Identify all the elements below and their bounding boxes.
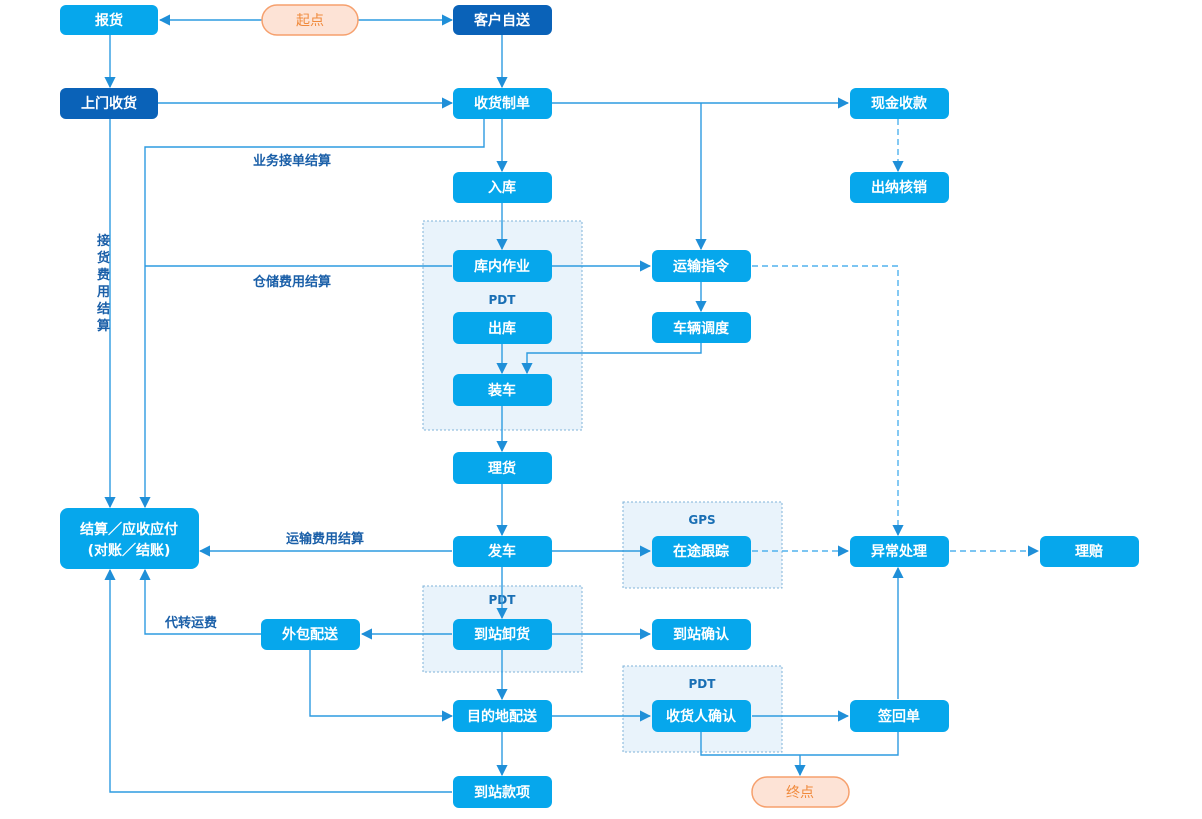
node-shouhuozhidan-label: 收货制单: [474, 95, 530, 112]
node-settlement-line1: 结算／应收应付: [80, 521, 178, 538]
node-ruku[interactable]: 入库: [453, 172, 552, 203]
node-settlement-line2: (对账／结账): [88, 542, 171, 559]
edge-cheliang-zhuangche: [521, 343, 702, 375]
node-zaitugenzong[interactable]: 在途跟踪: [652, 536, 751, 567]
edge-waibao-mudidi: [309, 650, 454, 722]
region-label-pdt-receiver: PDT: [689, 677, 717, 691]
node-kuneizuoye-label: 库内作业: [474, 258, 530, 275]
node-fache[interactable]: 发车: [453, 536, 552, 567]
label-jiehuo-settle: 接货费用结算: [96, 233, 110, 334]
node-shouhuorenqueren-label: 收货人确认: [666, 708, 737, 725]
node-ruku-label: 入库: [488, 179, 516, 196]
node-end-label: 终点: [786, 785, 814, 801]
node-daozhanxiehuo[interactable]: 到站卸货: [453, 619, 552, 650]
node-lihuo-label: 理货: [488, 460, 516, 477]
node-shouhuorenqueren[interactable]: 收货人确认: [652, 700, 751, 732]
node-yunshuzhiling-label: 运输指令: [673, 258, 730, 275]
region-label-pdt-warehouse: PDT: [489, 293, 517, 307]
node-lipei[interactable]: 理赔: [1040, 536, 1139, 567]
node-daozhankuanxiang-label: 到站款项: [474, 784, 530, 801]
node-mudidipeisong[interactable]: 目的地配送: [453, 700, 552, 732]
node-settlement[interactable]: 结算／应收应付 (对账／结账): [60, 508, 199, 569]
node-start[interactable]: 起点: [261, 4, 359, 36]
node-kuneizuoye[interactable]: 库内作业: [453, 250, 552, 282]
label-cangchu-settle: 仓储费用结算: [252, 274, 331, 290]
node-lihuo[interactable]: 理货: [453, 452, 552, 484]
node-xianjinshoukuan-label: 现金收款: [871, 95, 928, 112]
node-yichang-label: 异常处理: [871, 543, 927, 560]
node-shangmenshouhuo[interactable]: 上门收货: [60, 88, 158, 119]
node-xianjinshoukuan[interactable]: 现金收款: [850, 88, 949, 119]
node-qianhuidan-label: 签回单: [877, 708, 920, 725]
node-shouhuozhidan[interactable]: 收货制单: [453, 88, 552, 119]
edge-daozhan-settle: [104, 568, 452, 793]
node-zaitugenzong-label: 在途跟踪: [673, 543, 729, 560]
node-mudidipeisong-label: 目的地配送: [467, 708, 538, 725]
edge-shouhuo-settle: [139, 119, 485, 509]
node-chuku-label: 出库: [488, 320, 516, 337]
edges: [104, 14, 1040, 793]
node-baohuo[interactable]: 报货: [60, 5, 158, 35]
node-end[interactable]: 终点: [751, 776, 850, 808]
node-lipei-label: 理赔: [1075, 543, 1103, 560]
node-zhuangche[interactable]: 装车: [453, 374, 552, 406]
node-waibaopeisong[interactable]: 外包配送: [261, 619, 360, 650]
edge-yunshuzhiling-yichang: [752, 265, 904, 537]
node-qianhuidan[interactable]: 签回单: [850, 700, 949, 732]
edge-labels: 接货费用结算 业务接单结算 仓储费用结算 运输费用结算 代转运费: [96, 153, 364, 631]
region-label-gps: GPS: [688, 513, 715, 527]
node-kehuzisong-label: 客户自送: [473, 12, 531, 29]
node-cheliangdiaodu[interactable]: 车辆调度: [652, 312, 751, 343]
node-kehuzisong[interactable]: 客户自送: [453, 5, 552, 35]
node-daozhanqueren-label: 到站确认: [673, 626, 730, 643]
node-baohuo-label: 报货: [95, 12, 123, 29]
node-fache-label: 发车: [487, 543, 516, 560]
edge-waibao-settle: [139, 568, 262, 635]
node-daozhanqueren[interactable]: 到站确认: [652, 619, 751, 650]
node-yichang[interactable]: 异常处理: [850, 536, 949, 567]
node-chuna[interactable]: 出纳核销: [850, 172, 949, 203]
label-daizhuan: 代转运费: [164, 615, 217, 631]
nodes: 起点 报货 客户自送 上门收货 收货制单 现金收款 出纳核销 入库: [60, 4, 1139, 808]
node-daozhankuanxiang[interactable]: 到站款项: [453, 776, 552, 808]
label-yewu-settle: 业务接单结算: [253, 153, 331, 169]
node-yunshuzhiling[interactable]: 运输指令: [652, 250, 751, 282]
node-daozhanxiehuo-label: 到站卸货: [474, 626, 530, 643]
node-start-label: 起点: [296, 13, 324, 29]
label-yunshu-settle: 运输费用结算: [286, 531, 364, 547]
node-cheliangdiaodu-label: 车辆调度: [673, 320, 730, 337]
node-zhuangche-label: 装车: [487, 382, 516, 399]
node-waibaopeisong-label: 外包配送: [282, 626, 339, 643]
node-shangmenshouhuo-label: 上门收货: [81, 95, 137, 112]
node-chuna-label: 出纳核销: [871, 179, 927, 196]
node-chuku[interactable]: 出库: [453, 312, 552, 344]
